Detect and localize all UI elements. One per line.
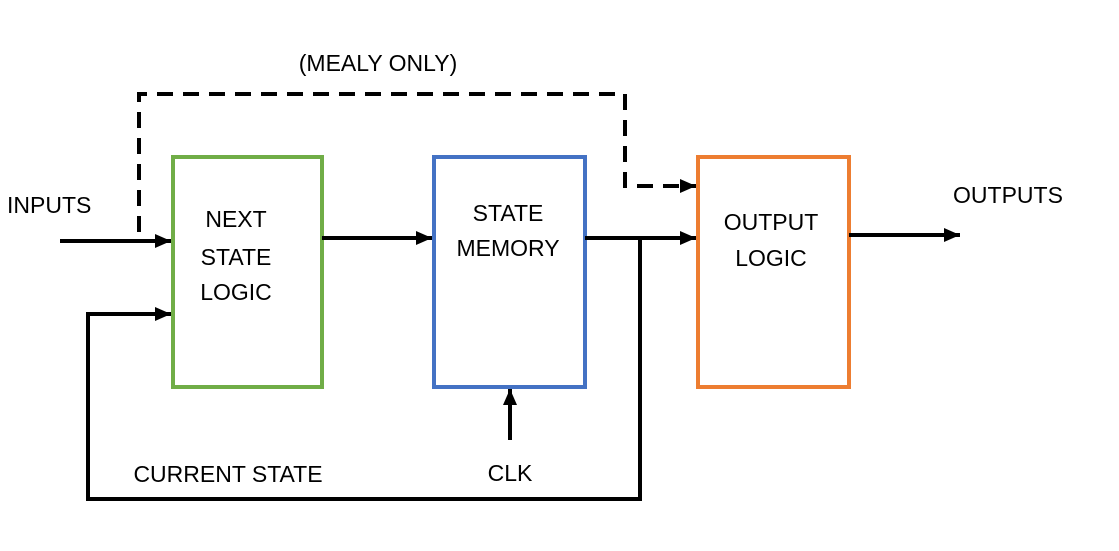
next-state-logic-block xyxy=(171,155,324,389)
next-state-logic-line-2: STATE xyxy=(201,244,272,270)
mealy-only-label: (MEALY ONLY) xyxy=(299,50,457,76)
output-logic-block xyxy=(696,155,851,389)
current-state-feedback-line xyxy=(86,238,642,501)
clk-label: CLK xyxy=(488,460,533,486)
state-memory-line-1: STATE xyxy=(473,200,544,226)
current-state-label: CURRENT STATE xyxy=(133,461,322,487)
output-logic-line-2: LOGIC xyxy=(735,245,807,271)
state-memory-block xyxy=(432,155,587,389)
output-logic-line-1: OUTPUT xyxy=(724,209,819,235)
state-memory-line-2: MEMORY xyxy=(456,235,559,261)
mealy-dashed-line xyxy=(137,92,696,232)
next-state-logic-line-1: NEXT xyxy=(205,206,266,232)
inputs-label: INPUTS xyxy=(7,192,91,218)
outputs-label: OUTPUTS xyxy=(953,182,1063,208)
next-state-logic-line-3: LOGIC xyxy=(200,279,272,305)
